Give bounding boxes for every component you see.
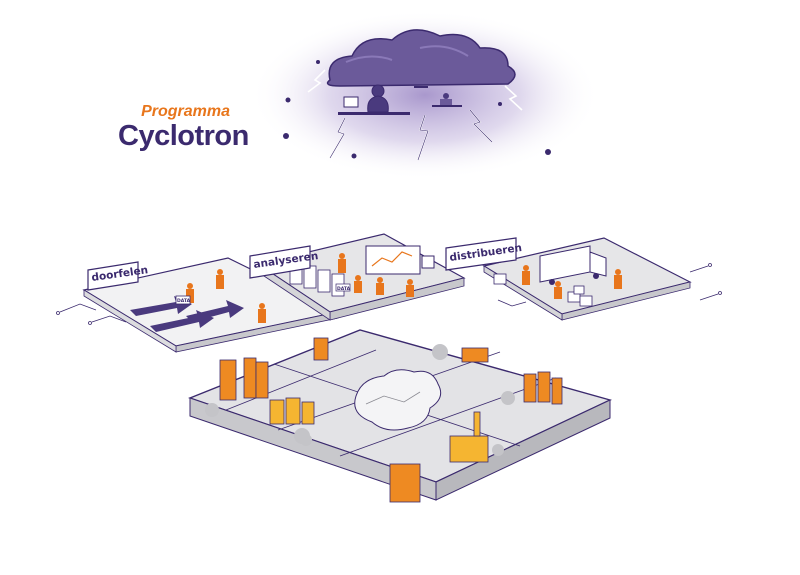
worker-figures: DATA	[175, 269, 266, 323]
sign-distribueren: distribueren	[445, 237, 523, 271]
analyst-figures	[338, 253, 414, 297]
small-figure	[414, 86, 462, 107]
sign-doorfelen: doorfelen	[87, 261, 149, 291]
platform-analyseren: DATA analyseren	[249, 233, 466, 321]
hacker-figure	[338, 84, 410, 115]
sign-analyseren: analyseren	[249, 245, 319, 279]
distributor-figures	[522, 265, 622, 299]
yellow-buildings	[269, 397, 489, 463]
data-tag: DATA	[337, 286, 351, 292]
delivery-truck	[539, 245, 607, 285]
cloud-shape	[326, 29, 516, 87]
laptop-icon	[343, 96, 359, 108]
virus-icon	[283, 60, 551, 159]
storm-cloud	[250, 10, 600, 180]
city-platform	[187, 329, 612, 503]
data-tag: DATA	[177, 298, 191, 304]
program-name: Cyclotron	[118, 120, 249, 152]
circuit-traces	[56, 263, 722, 325]
dashboard-screen	[365, 245, 435, 275]
program-subtitle: Programma	[141, 103, 230, 120]
package-boxes	[493, 273, 593, 307]
orange-buildings	[219, 337, 563, 503]
platform-distribueren: distribueren	[445, 237, 692, 321]
cloud-haze	[250, 10, 600, 180]
shrubs	[205, 344, 515, 456]
program-title: Programma Cyclotron	[118, 103, 249, 152]
platform-doorfelen: DATA doorfelen	[82, 257, 340, 353]
